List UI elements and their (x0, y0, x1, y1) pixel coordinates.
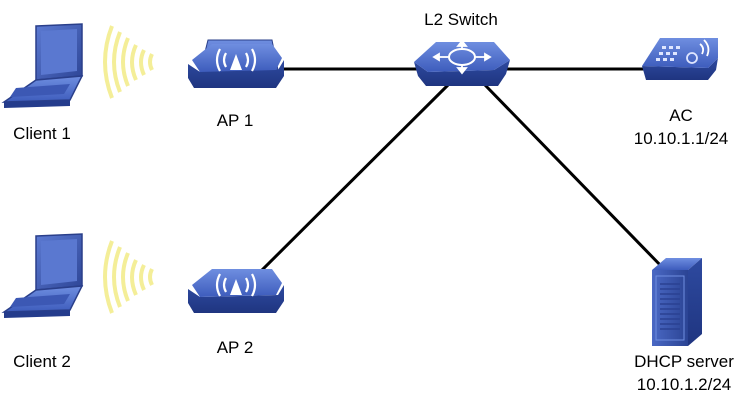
ac-label: AC (669, 106, 693, 125)
ap1-label: AP 1 (216, 111, 254, 130)
ac-ip: 10.10.1.1/24 (633, 129, 729, 148)
dhcp-label: DHCP server (634, 352, 734, 371)
server-icon (652, 258, 702, 346)
wireless-access-point-icon (188, 269, 284, 313)
ap2-label: AP 2 (216, 338, 254, 357)
laptop-icon (1, 23, 84, 108)
link-ap2-switch (248, 83, 450, 284)
laptop-icon (1, 233, 84, 318)
wireless-access-point-icon (188, 39, 284, 88)
dhcp-ip: 10.10.1.2/24 (636, 375, 732, 394)
switch-label: L2 Switch (424, 10, 498, 29)
link-switch-dhcp (483, 83, 667, 272)
client2-label: Client 2 (13, 352, 71, 371)
links (248, 67, 667, 284)
wireless-waves-icon (103, 240, 154, 314)
access-controller-icon (642, 38, 718, 80)
switch-icon (414, 39, 510, 86)
client1-label: Client 1 (13, 124, 71, 143)
wireless-waves-icon (103, 25, 154, 99)
